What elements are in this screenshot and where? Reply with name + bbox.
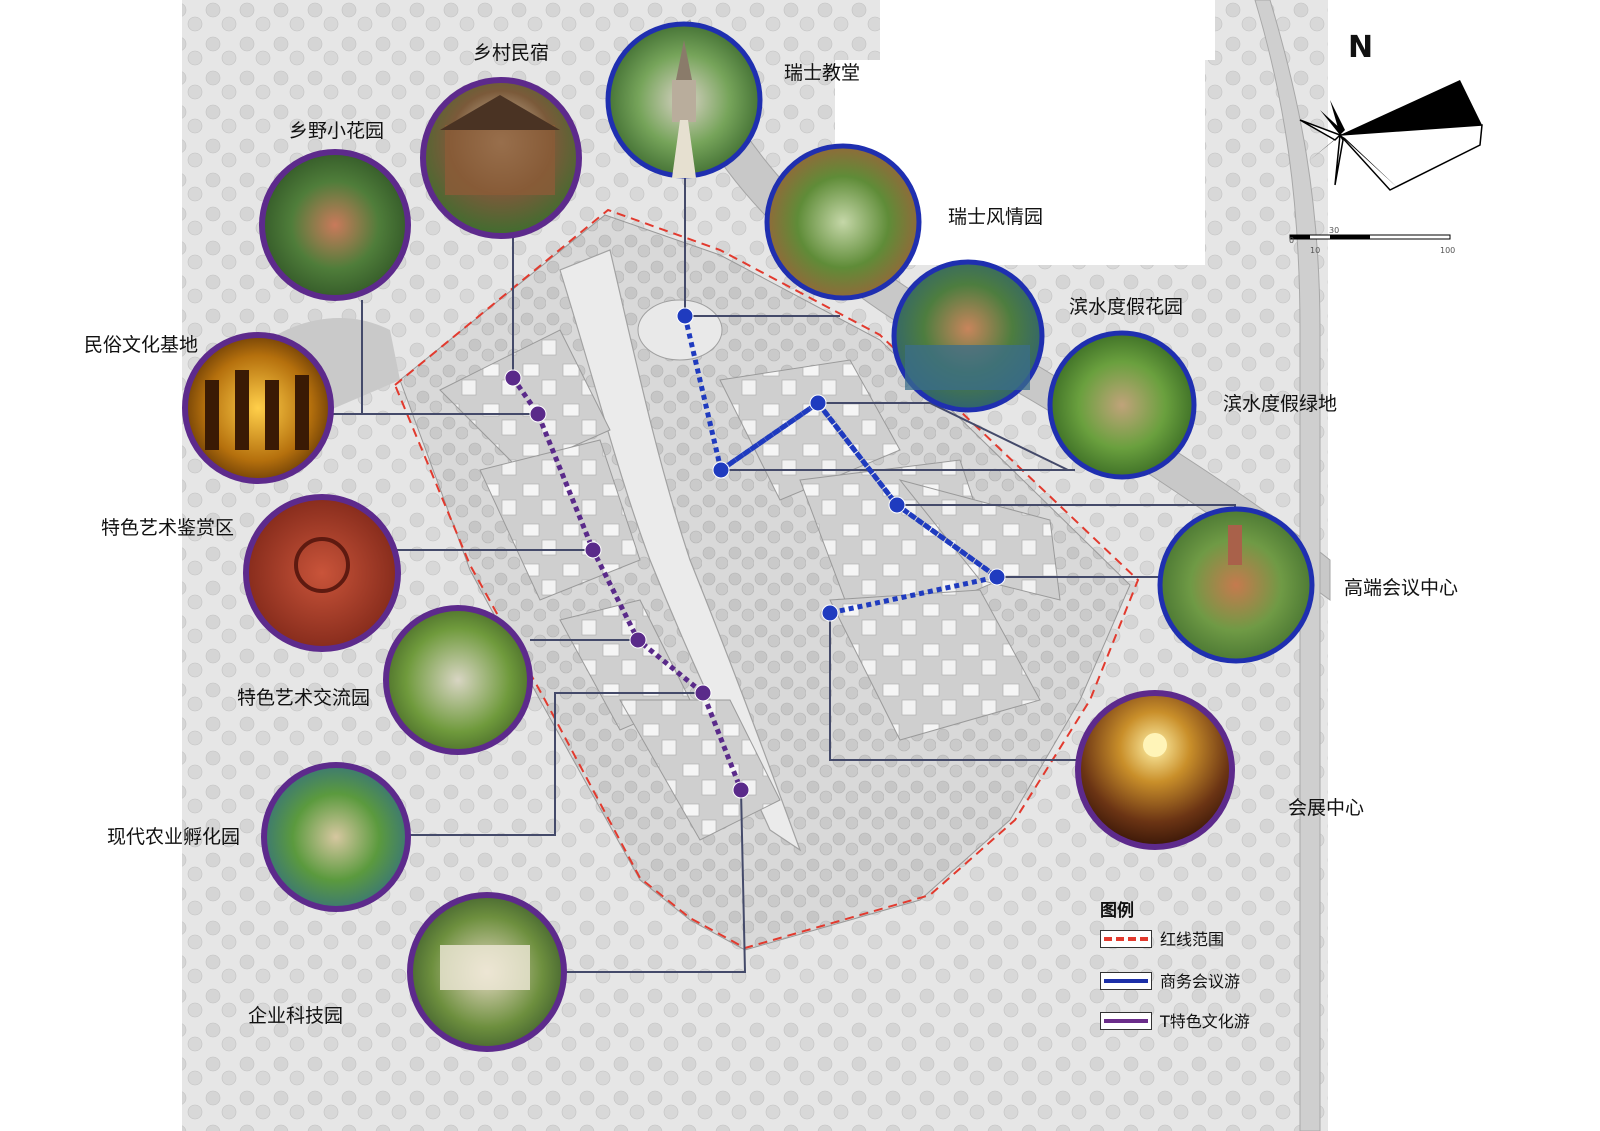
business-nodes <box>676 307 1006 622</box>
photo-binshui-huayuan[interactable] <box>891 259 1045 413</box>
scale-bar <box>1289 234 1451 240</box>
business-node <box>676 307 694 325</box>
label-xiangcun-minsu: 乡村民宿 <box>473 42 550 64</box>
culture-node <box>504 369 522 387</box>
label-xiandai-nongye: 现代农业孵化园 <box>107 826 241 848</box>
photo-xiandai-nongye[interactable] <box>261 762 411 912</box>
legend-swatch <box>1100 930 1152 948</box>
photo-xiangcun-minsu[interactable] <box>420 77 582 239</box>
culture-node <box>694 684 712 702</box>
photo-yishu-jiaoliu[interactable] <box>383 605 533 755</box>
label-binshui-huayuan: 滨水度假花园 <box>1069 296 1184 318</box>
scale-label: 10 <box>1310 246 1321 255</box>
business-node <box>888 496 906 514</box>
business-node <box>809 394 827 412</box>
photo-binshui-lvdi[interactable] <box>1047 330 1197 480</box>
photo-minsu-wenhua[interactable] <box>182 332 334 484</box>
business-route-branch <box>719 400 820 473</box>
label-yishu-jianshang: 特色艺术鉴赏区 <box>101 517 235 539</box>
label-gaoduan-huiyi: 高端会议中心 <box>1344 577 1459 599</box>
photo-gaoduan-huiyi[interactable] <box>1157 506 1315 664</box>
legend-item-business: 商务会议游 <box>1100 968 1300 992</box>
legend-label: 商务会议游 <box>1160 972 1241 991</box>
culture-node <box>584 541 602 559</box>
scale-label: 0 <box>1289 236 1295 245</box>
label-qiye-keji: 企业科技园 <box>248 1005 344 1027</box>
legend-label: 红线范围 <box>1160 930 1225 949</box>
legend-item-culture: T特色文化游 <box>1100 1008 1300 1032</box>
legend-swatch <box>1100 972 1152 990</box>
label-ruishi-fengqing: 瑞士风情园 <box>948 206 1044 228</box>
north-label: N <box>1348 30 1374 65</box>
label-binshui-lvdi: 滨水度假绿地 <box>1223 393 1338 415</box>
photo-yishu-jianshang[interactable] <box>243 494 401 652</box>
north-arrow-icon <box>1299 80 1483 191</box>
culture-node <box>732 781 750 799</box>
photo-qiye-keji[interactable] <box>407 892 567 1052</box>
photo-xiangye-huayuan[interactable] <box>259 149 411 301</box>
photo-ruishi-fengqing[interactable] <box>764 143 922 301</box>
culture-nodes <box>504 369 750 799</box>
business-node <box>712 461 730 479</box>
legend: 图例 红线范围 商务会议游 T特色文化游 <box>1100 896 1300 1046</box>
business-node <box>821 604 839 622</box>
business-node <box>988 568 1006 586</box>
label-ruishi-jiaotang: 瑞士教堂 <box>784 62 861 84</box>
photo-huizhan[interactable] <box>1075 690 1235 850</box>
label-xiangye-huayuan: 乡野小花园 <box>289 120 385 142</box>
legend-item-red-line: 红线范围 <box>1100 926 1300 950</box>
label-minsu-wenhua: 民俗文化基地 <box>84 334 199 356</box>
culture-node <box>529 405 547 423</box>
label-huizhan: 会展中心 <box>1288 797 1365 819</box>
label-yishu-jiaoliu: 特色艺术交流园 <box>237 687 371 709</box>
scale-label: 100 <box>1440 246 1456 255</box>
red-line-boundary <box>393 208 1140 950</box>
culture-leader-lines <box>330 232 747 973</box>
photo-ruishi-jiaotang[interactable] <box>605 21 763 179</box>
culture-node <box>629 631 647 649</box>
legend-label: T特色文化游 <box>1160 1012 1250 1031</box>
legend-title: 图例 <box>1100 901 1134 921</box>
scale-label: 30 <box>1329 226 1340 235</box>
legend-swatch <box>1100 1012 1152 1030</box>
